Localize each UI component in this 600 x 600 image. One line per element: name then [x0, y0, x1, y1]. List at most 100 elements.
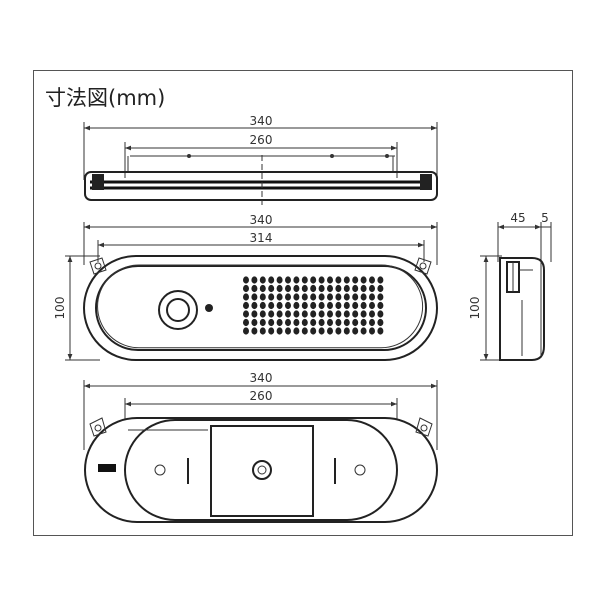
speaker-hole	[327, 293, 333, 301]
speaker-hole	[335, 318, 342, 327]
speaker-grille	[243, 276, 384, 335]
speaker-hole	[377, 301, 384, 310]
speaker-hole	[327, 327, 333, 335]
speaker-hole	[343, 293, 350, 301]
speaker-hole	[352, 310, 359, 318]
speaker-hole	[293, 276, 300, 284]
speaker-hole	[343, 276, 350, 284]
speaker-hole	[285, 284, 291, 293]
speaker-hole	[327, 318, 333, 327]
top-view: 340 260	[83, 114, 438, 205]
speaker-hole	[343, 318, 350, 327]
speaker-hole	[369, 318, 375, 327]
speaker-hole	[310, 327, 317, 335]
side-view: 45 5 100	[468, 211, 552, 361]
speaker-hole	[268, 301, 275, 310]
speaker-hole	[259, 301, 266, 310]
speaker-hole	[285, 301, 291, 310]
speaker-hole	[243, 301, 249, 310]
back-dim-inner: 260	[250, 389, 273, 403]
speaker-hole	[335, 327, 342, 335]
speaker-hole	[318, 276, 325, 284]
speaker-hole	[251, 276, 258, 284]
back-view: 340 260	[83, 371, 438, 523]
speaker-hole	[259, 276, 266, 284]
speaker-hole	[377, 310, 384, 318]
speaker-hole	[293, 284, 300, 293]
speaker-hole	[327, 276, 333, 284]
speaker-hole	[276, 327, 283, 335]
top-dim-outer: 340	[250, 114, 273, 128]
speaker-hole	[268, 310, 275, 318]
speaker-hole	[276, 293, 283, 301]
speaker-hole	[276, 318, 283, 327]
speaker-hole	[352, 276, 359, 284]
speaker-hole	[327, 301, 333, 310]
speaker-hole	[377, 327, 384, 335]
speaker-hole	[285, 310, 291, 318]
speaker-hole	[318, 327, 325, 335]
speaker-hole	[369, 284, 375, 293]
speaker-hole	[335, 301, 342, 310]
speaker-hole	[259, 284, 266, 293]
speaker-hole	[335, 293, 342, 301]
speaker-hole	[243, 284, 249, 293]
speaker-hole	[310, 293, 317, 301]
speaker-hole	[318, 318, 325, 327]
speaker-hole	[293, 310, 300, 318]
speaker-hole	[259, 293, 266, 301]
speaker-hole	[243, 276, 249, 284]
speaker-hole	[251, 327, 258, 335]
side-dim-depth: 45	[510, 211, 525, 225]
side-dim-height: 100	[468, 297, 482, 320]
speaker-hole	[301, 293, 308, 301]
speaker-hole	[243, 310, 249, 318]
speaker-hole	[369, 293, 375, 301]
speaker-hole	[369, 276, 375, 284]
speaker-hole	[243, 293, 249, 301]
speaker-hole	[293, 327, 300, 335]
speaker-hole	[301, 301, 308, 310]
speaker-hole	[343, 310, 350, 318]
speaker-hole	[377, 318, 384, 327]
speaker-hole	[301, 276, 308, 284]
speaker-hole	[377, 284, 384, 293]
speaker-hole	[268, 276, 275, 284]
speaker-hole	[352, 327, 359, 335]
speaker-hole	[352, 284, 359, 293]
back-dim-outer: 340	[250, 371, 273, 385]
speaker-hole	[327, 284, 333, 293]
speaker-hole	[369, 301, 375, 310]
speaker-hole	[293, 318, 300, 327]
speaker-hole	[360, 301, 367, 310]
speaker-hole	[293, 293, 300, 301]
speaker-hole	[293, 301, 300, 310]
speaker-hole	[259, 310, 266, 318]
speaker-hole	[276, 310, 283, 318]
front-view: 340 314 100	[53, 213, 438, 361]
speaker-hole	[301, 284, 308, 293]
drawing-title: 寸法図(mm)	[45, 86, 166, 110]
speaker-hole	[335, 310, 342, 318]
speaker-hole	[268, 327, 275, 335]
speaker-hole	[318, 301, 325, 310]
speaker-hole	[310, 301, 317, 310]
speaker-hole	[360, 318, 367, 327]
speaker-hole	[343, 284, 350, 293]
speaker-hole	[251, 310, 258, 318]
front-dim-height: 100	[53, 297, 67, 320]
speaker-hole	[301, 318, 308, 327]
speaker-hole	[360, 276, 367, 284]
speaker-hole	[343, 327, 350, 335]
speaker-hole	[276, 276, 283, 284]
speaker-hole	[377, 276, 384, 284]
speaker-hole	[335, 284, 342, 293]
speaker-hole	[268, 318, 275, 327]
speaker-hole	[301, 327, 308, 335]
speaker-hole	[327, 310, 333, 318]
speaker-hole	[360, 310, 367, 318]
speaker-hole	[369, 310, 375, 318]
speaker-hole	[360, 327, 367, 335]
front-dim-width-outer: 340	[250, 213, 273, 227]
